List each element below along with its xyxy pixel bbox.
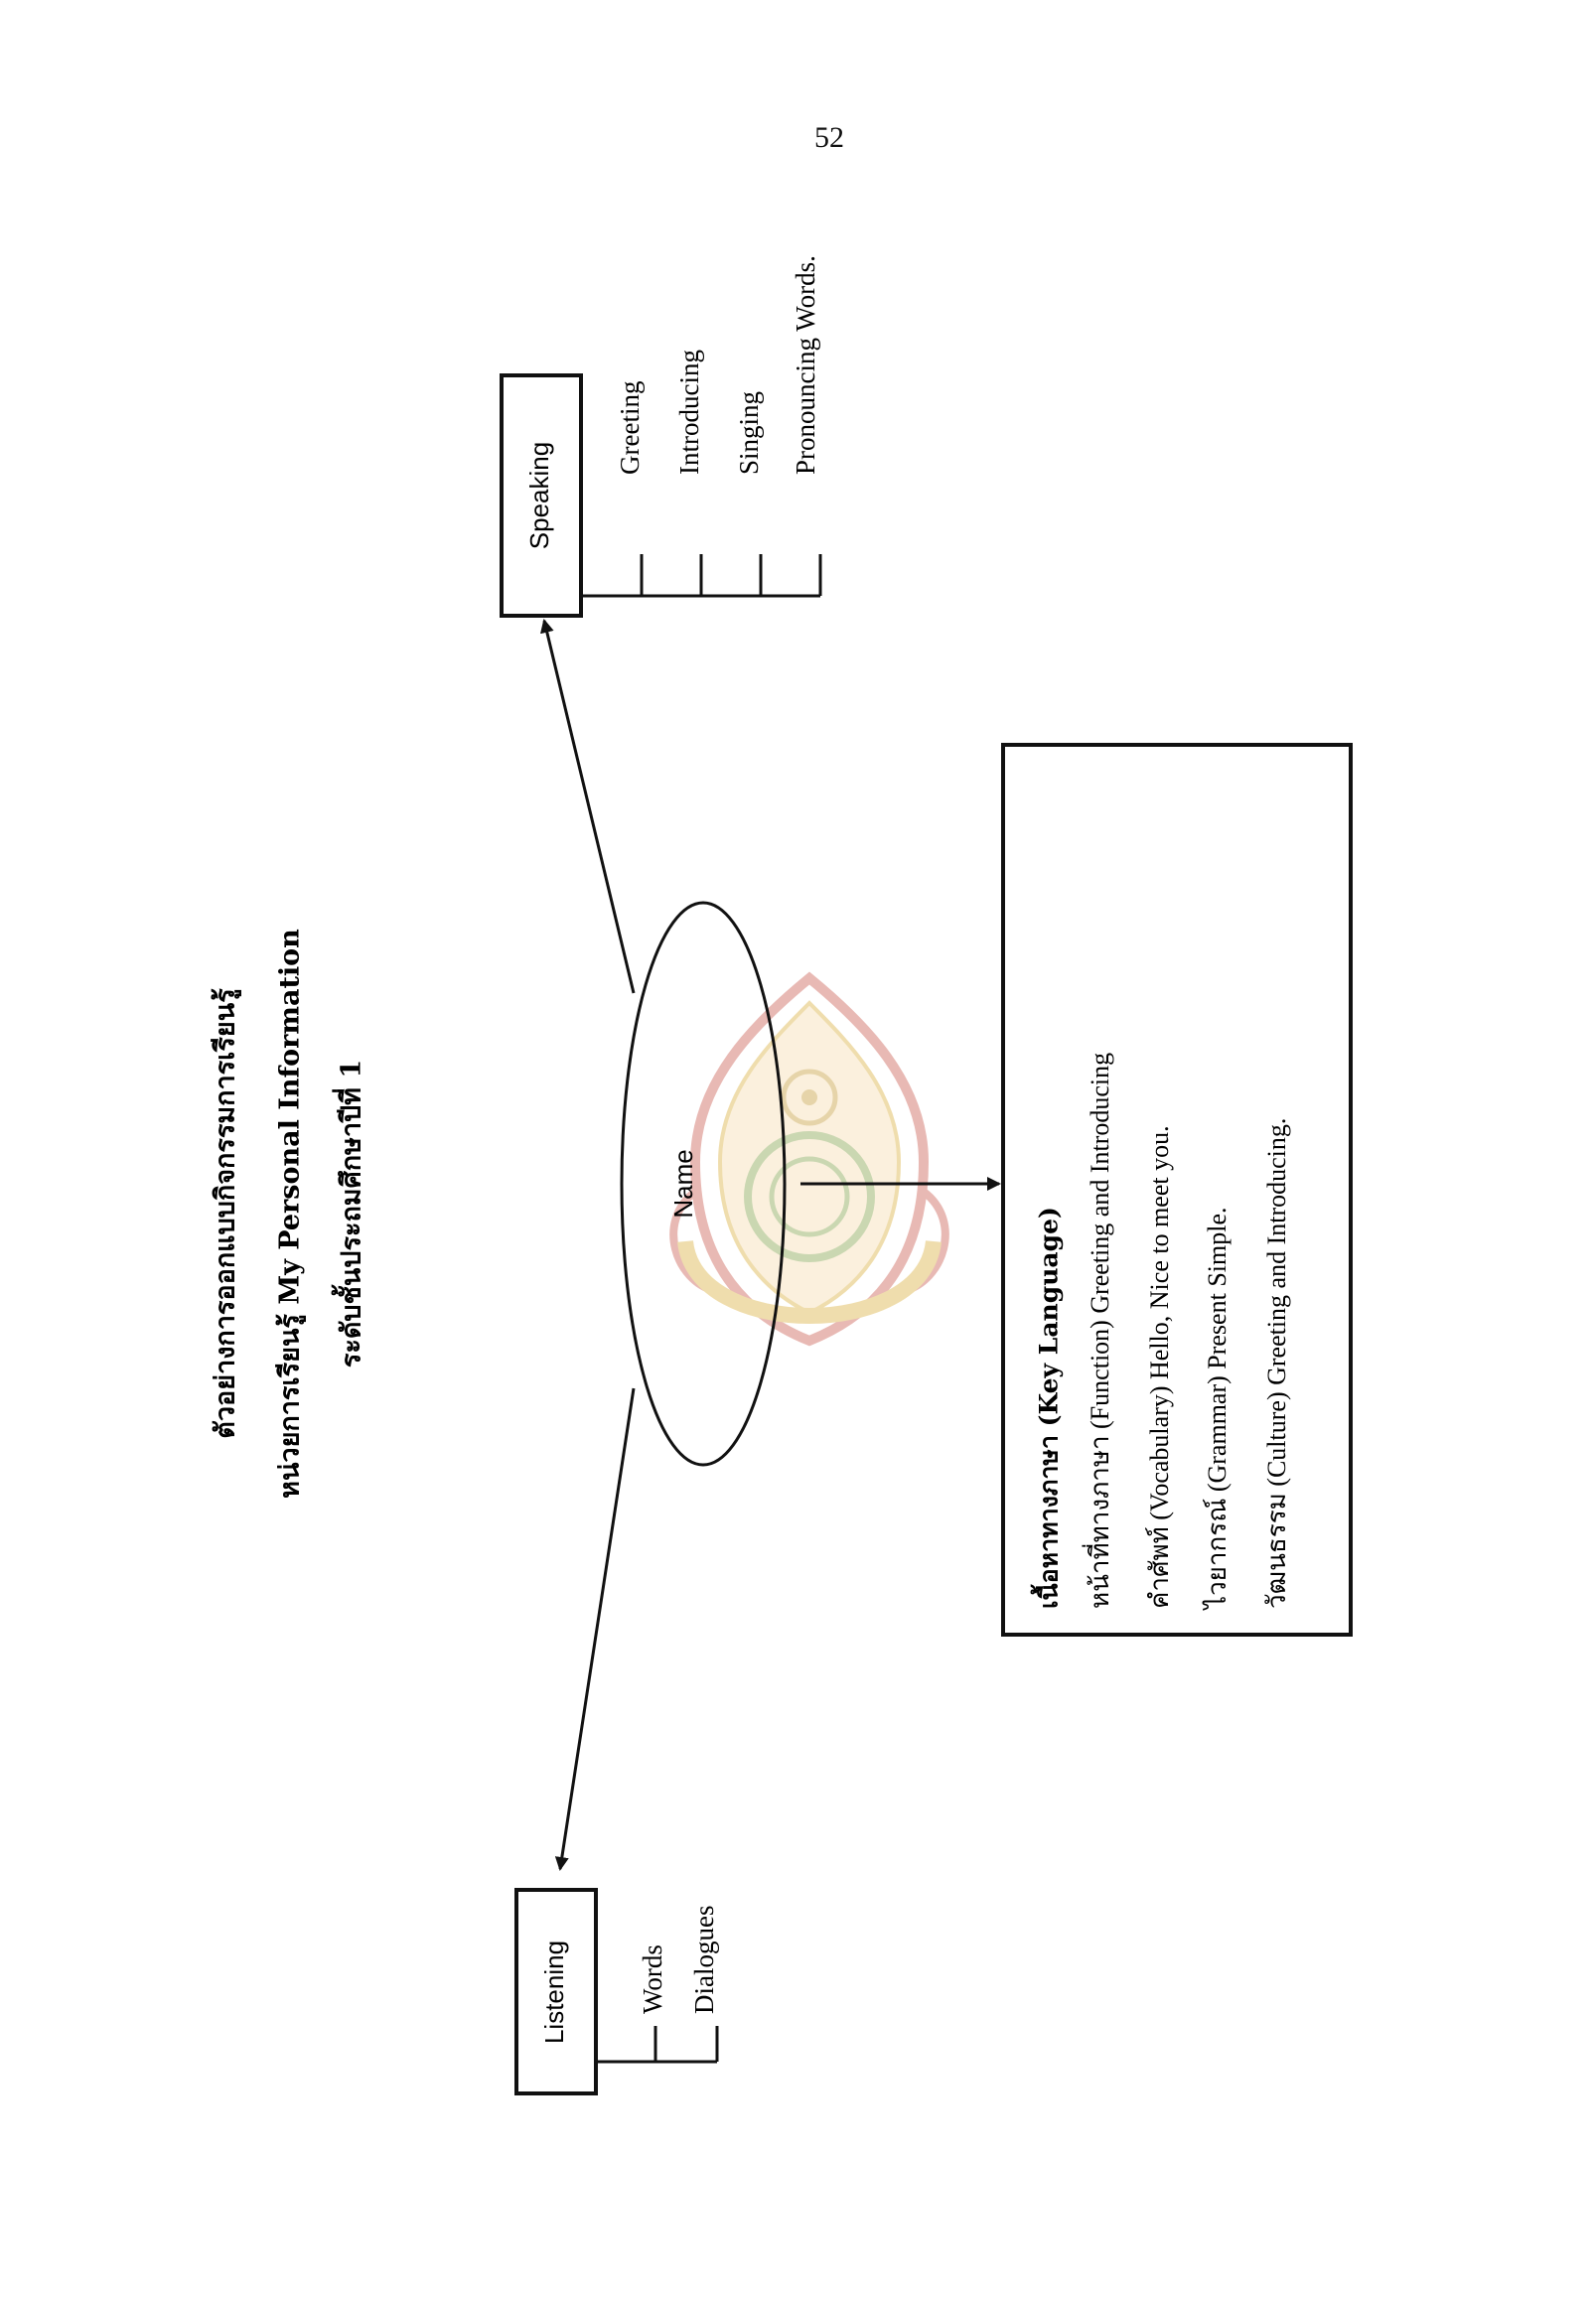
title-line-2: หน่วยการเรียนรู้ My Personal Information <box>275 929 307 1499</box>
document-title: ตัวอย่างการออกแบบกิจกรรมการเรียนรู้ หน่ว… <box>211 929 367 1499</box>
speaking-item: Pronouncing Words. <box>791 255 820 475</box>
key-language-line: วัฒนธรรม (Culture) Greeting and Introduc… <box>1262 1118 1291 1609</box>
center-ellipse <box>620 901 787 1467</box>
title-line-1: ตัวอย่างการออกแบบกิจกรรมการเรียนรู้ <box>211 988 242 1439</box>
title-line-3: ระดับชั้นประถมศึกษาปีที่ 1 <box>331 1060 367 1367</box>
school-seal-watermark-icon <box>669 971 949 1347</box>
arrow-to-listening <box>554 1387 636 1871</box>
speaking-label: Speaking <box>524 442 554 549</box>
key-language-line: ไวยากรณ์ (Grammar) Present Simple. <box>1202 1208 1232 1612</box>
center-label: Name <box>668 1149 698 1218</box>
speaking-item: Greeting <box>615 381 645 475</box>
listening-item: Dialogues <box>689 1906 719 2014</box>
page-number: 52 <box>814 121 844 154</box>
listening-label: Listening <box>539 1941 569 2044</box>
listening-item: Words <box>638 1944 667 2014</box>
key-language-line: คำศัพท์ (Vocabulary) Hello, Nice to meet… <box>1145 1125 1174 1609</box>
listening-items: Words Dialogues <box>638 1906 719 2014</box>
key-language-line: หน้าที่ทางภาษา (Function) Greeting and I… <box>1082 1053 1114 1609</box>
speaking-item: Singing <box>734 391 764 475</box>
listening-box <box>514 1888 598 2095</box>
speaking-bracket <box>581 554 822 598</box>
speaking-items: Greeting Introducing Singing Pronouncing… <box>615 255 820 475</box>
listening-bracket <box>596 2026 719 2064</box>
speaking-box <box>500 373 583 618</box>
arrow-to-speaking <box>539 619 636 994</box>
speaking-item: Introducing <box>674 350 704 475</box>
key-language-heading: เนื้อหาทางภาษา (Key Language) <box>1030 1207 1064 1609</box>
key-language-content: เนื้อหาทางภาษา (Key Language) หน้าที่ทาง… <box>1030 1053 1291 1611</box>
key-language-box <box>1001 743 1353 1637</box>
